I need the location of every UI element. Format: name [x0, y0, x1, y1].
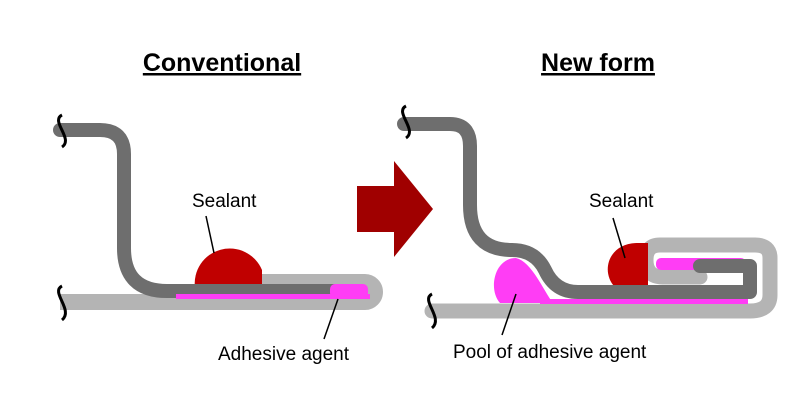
new-form-break-mark-top	[401, 104, 411, 140]
conventional-adhesive	[176, 294, 370, 299]
conventional-inner-panel	[53, 123, 345, 298]
new-form-panel: New form Sealant Pool of adhesive agent	[397, 49, 778, 363]
conventional-title: Conventional	[143, 49, 301, 77]
conventional-sealant-leader	[205, 215, 215, 254]
conventional-break-mark-top	[57, 113, 67, 149]
new-form-adhesive-strip	[540, 299, 748, 304]
transition-arrow-icon	[357, 161, 433, 257]
new-form-break-mark-bottom	[427, 292, 437, 330]
conventional-sealant-label: Sealant	[192, 191, 257, 212]
new-form-inner-panel	[397, 117, 757, 299]
conventional-sealant-bead	[194, 248, 262, 288]
conventional-outer-panel	[60, 274, 383, 310]
conventional-break-mark-bottom	[57, 284, 67, 322]
new-form-title: New form	[541, 49, 655, 77]
new-form-adhesive-leader	[501, 293, 517, 336]
new-form-sealant-leader	[612, 217, 626, 259]
new-form-adhesive-pool	[493, 258, 553, 303]
new-form-sealant-label: Sealant	[589, 191, 654, 212]
new-form-adhesive-label: Pool of adhesive agent	[453, 342, 647, 363]
conventional-panel: Conventional Sealant Adhesive agent	[53, 49, 383, 365]
new-form-sealant-bead	[607, 243, 648, 296]
conventional-adhesive-leader	[323, 298, 339, 340]
conventional-adhesive-label: Adhesive agent	[218, 344, 350, 365]
conventional-adhesive-tip	[330, 284, 368, 298]
